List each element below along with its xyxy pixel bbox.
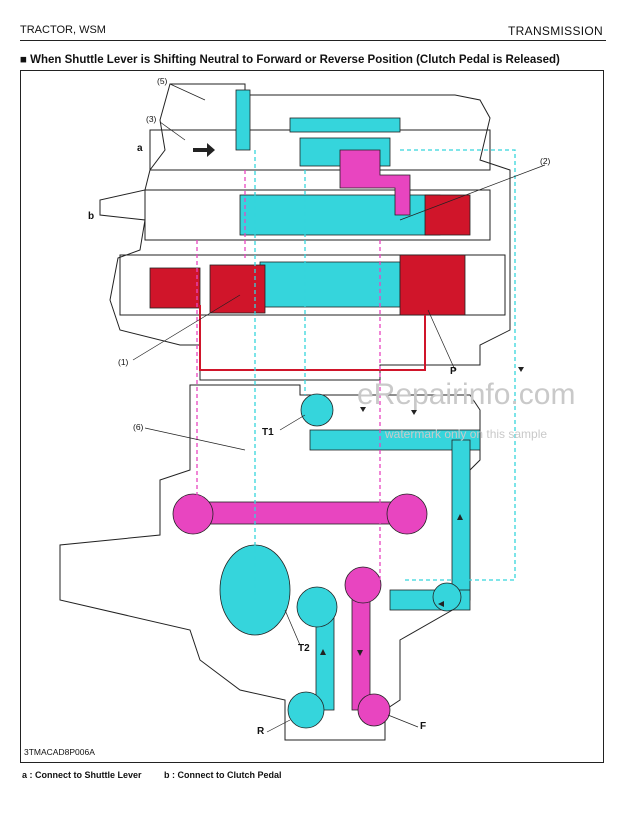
arrow-down-1: [360, 395, 366, 412]
cyan-t1-port: [300, 393, 334, 427]
label-2: (2): [540, 156, 551, 166]
label-5: (5): [157, 76, 168, 86]
magenta-upper-loop: [339, 149, 411, 216]
diagram-frame: [20, 70, 604, 763]
magenta-f-port: [357, 693, 391, 727]
cyan-t1-pipe: [309, 429, 481, 451]
red-right-block: [399, 254, 466, 316]
red-spool-block: [209, 264, 266, 314]
legend-item-a: a : Connect to Shuttle Lever: [22, 770, 142, 780]
label-b: b: [88, 211, 95, 222]
cyan-spool-lower: [259, 261, 401, 308]
magenta-right-port: [386, 493, 428, 535]
label-1: (1): [118, 357, 129, 367]
red-left-chamber: [149, 267, 201, 309]
magenta-left-port: [172, 493, 214, 535]
header-right: TRANSMISSION: [508, 24, 603, 38]
cyan-dashed-right: [400, 149, 516, 581]
arrow-up-2: [320, 649, 326, 655]
header-left: TRACTOR, WSM: [20, 24, 106, 36]
label-3: (3): [146, 114, 157, 124]
cyan-top-channel: [289, 117, 401, 133]
label-f: F: [420, 721, 427, 732]
housing-outline: [59, 384, 481, 741]
label-t2: T2: [298, 643, 310, 654]
flow-arrows: [320, 355, 524, 656]
label-t1: T1: [262, 427, 274, 438]
section-title: ■ When Shuttle Lever is Shifting Neutral…: [20, 54, 560, 66]
label-6: (6): [133, 422, 144, 432]
red-right-upper: [424, 194, 471, 236]
label-a: a: [137, 143, 143, 154]
header-rule: [20, 40, 606, 41]
lower-valve-body: [119, 254, 506, 316]
red-return-line: [199, 305, 426, 371]
label-r: R: [257, 726, 265, 737]
legend-key-a: a :: [22, 770, 33, 780]
legend-text-b: Connect to Clutch Pedal: [177, 770, 282, 780]
label-p: P: [450, 366, 457, 377]
leader-lines: [132, 83, 546, 733]
figure-code: 3TMACAD8P006A: [24, 747, 95, 757]
watermark-main: eRepairinfo.com: [357, 378, 576, 411]
arrow-down-4: [357, 650, 363, 656]
watermark-sub: watermark only on this sample: [385, 427, 548, 441]
clutch-valve-body: [144, 189, 491, 241]
arrow-up-1: [457, 514, 463, 520]
legend-key-b: b :: [164, 770, 175, 780]
cyan-right-port: [432, 582, 462, 612]
arrow-left-1: [438, 601, 444, 607]
legend-text-a: Connect to Shuttle Lever: [35, 770, 142, 780]
magenta-upper-port: [344, 566, 382, 604]
magenta-cross-pipe: [189, 501, 411, 525]
cyan-mid-port: [296, 586, 338, 628]
legend-item-b: b : Connect to Clutch Pedal: [164, 770, 282, 780]
arrow-down-3: [518, 355, 524, 372]
cyan-vertical-left: [235, 89, 251, 151]
lever-arrow-icon: [193, 143, 215, 157]
cyan-r-port: [287, 691, 325, 729]
arrow-down-2: [411, 398, 417, 415]
